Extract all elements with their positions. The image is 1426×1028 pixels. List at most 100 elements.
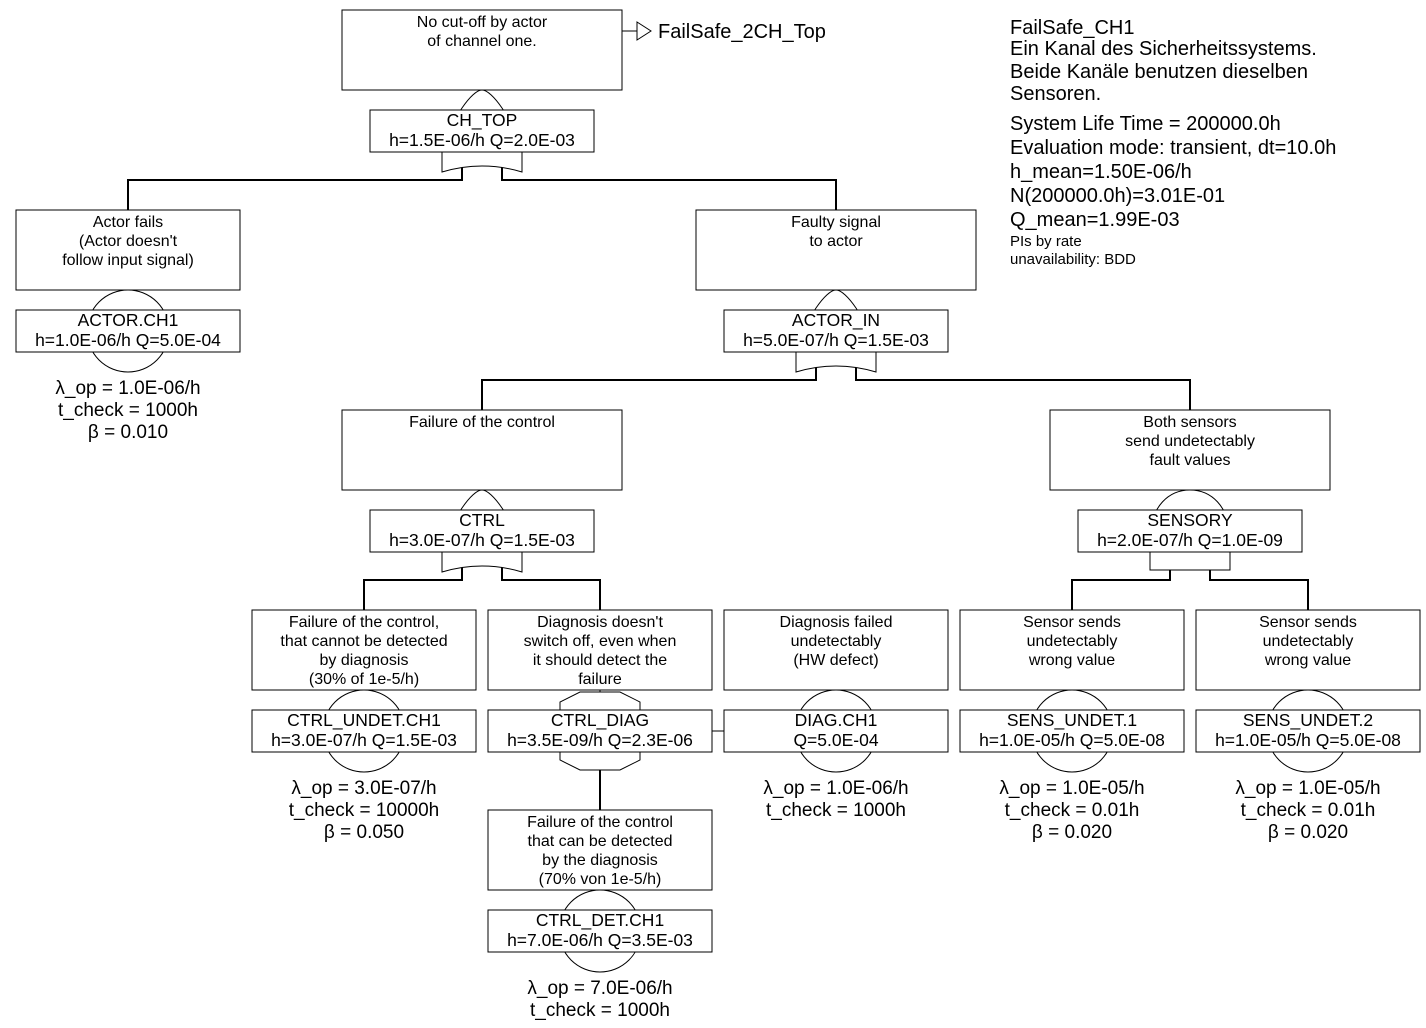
event-name-box	[723, 709, 949, 753]
info-description-line: Ein Kanal des Sicherheitssystems.	[1010, 38, 1317, 60]
event-parameter: t_check = 0.01h	[1005, 800, 1140, 821]
event-values: h=7.0E-06/h Q=3.5E-03	[507, 930, 693, 950]
event-sens-undet-1[interactable]: Sensor sends undetectably wrong valueSENS_…	[959, 609, 1185, 843]
event-values: h=5.0E-07/h Q=1.5E-03	[743, 330, 929, 350]
transfer-out-triangle-icon	[636, 21, 652, 41]
event-description-text: by diagnosis	[320, 652, 409, 669]
info-q-mean: Q_mean=1.99E-03	[1010, 209, 1180, 231]
event-parameter: β = 0.010	[88, 422, 168, 443]
event-description-box	[341, 409, 623, 491]
event-name-box	[1077, 509, 1303, 553]
event-description-text: it should detect the	[533, 652, 667, 669]
event-description-box	[341, 9, 623, 91]
event-description-text: undetectably	[1263, 633, 1354, 650]
event-description-text: (30% of 1e-5/h)	[309, 671, 419, 688]
info-panel: FailSafe_CH1 Ein Kanal des Sicherheitssy…	[1010, 17, 1336, 268]
event-description-text: wrong value	[1028, 652, 1115, 669]
event-description-text: fault values	[1150, 452, 1231, 469]
connector-line	[1071, 570, 1171, 610]
event-name-box	[723, 309, 949, 353]
event-description-text: switch off, even when	[524, 633, 677, 650]
event-name: CTRL	[459, 510, 505, 530]
event-parameter: λ_op = 1.0E-05/h	[999, 778, 1144, 799]
info-n-value: N(200000.0h)=3.01E-01	[1010, 185, 1225, 207]
event-description-box	[15, 209, 241, 291]
event-description-text: (Actor doesn't	[79, 233, 178, 250]
connector-line	[481, 360, 817, 410]
event-name: DIAG.CH1	[795, 710, 878, 730]
event-description-text: that cannot be detected	[280, 633, 447, 650]
event-parameter: β = 0.020	[1032, 822, 1112, 843]
event-parameter: t_check = 1000h	[530, 1000, 670, 1021]
event-parameter: t_check = 0.01h	[1241, 800, 1376, 821]
event-parameter: λ_op = 1.0E-06/h	[55, 378, 200, 399]
event-description-text: wrong value	[1264, 652, 1351, 669]
event-parameter: t_check = 10000h	[289, 800, 440, 821]
event-description-text: Failure of the control,	[289, 614, 439, 631]
event-parameter: β = 0.020	[1268, 822, 1348, 843]
event-parameter: β = 0.050	[324, 822, 404, 843]
event-values: Q=5.0E-04	[793, 730, 878, 750]
event-description-text: follow input signal)	[62, 252, 194, 269]
event-name: CTRL_UNDET.CH1	[287, 710, 441, 731]
event-description-box	[487, 809, 713, 891]
connector-line	[501, 560, 601, 610]
event-description-text: Sensor sends	[1023, 614, 1121, 631]
event-values: h=2.0E-07/h Q=1.0E-09	[1097, 530, 1283, 550]
event-description-box	[251, 609, 477, 691]
event-description-box	[1049, 409, 1331, 491]
event-name: SENSORY	[1147, 510, 1233, 530]
event-parameter: λ_op = 7.0E-06/h	[527, 978, 672, 999]
event-ctrl-undet-ch1[interactable]: Failure of the control, that cannot be de…	[251, 609, 477, 843]
event-name-box	[251, 709, 477, 753]
event-description-text: No cut-off by actor	[417, 14, 548, 31]
event-parameter: λ_op = 3.0E-07/h	[291, 778, 436, 799]
event-name: SENS_UNDET.1	[1007, 710, 1137, 731]
event-name-box	[369, 509, 595, 553]
info-title: FailSafe_CH1	[1010, 17, 1135, 39]
event-description-text: undetectably	[791, 633, 882, 650]
event-name: CH_TOP	[447, 110, 518, 131]
event-description-text: (70% von 1e-5/h)	[539, 871, 662, 888]
event-parameter: t_check = 1000h	[58, 400, 198, 421]
event-description-text: Failure of the control	[527, 814, 673, 831]
event-name-box	[1195, 709, 1421, 753]
event-description-text: Faulty signal	[791, 214, 881, 231]
event-name: CTRL_DET.CH1	[536, 910, 664, 931]
event-values: h=1.5E-06/h Q=2.0E-03	[389, 130, 575, 150]
connector-line	[363, 560, 463, 610]
event-parameter: λ_op = 1.0E-05/h	[1235, 778, 1380, 799]
event-name-box	[487, 709, 713, 753]
event-name: CTRL_DIAG	[551, 710, 649, 731]
event-ctrl-det-ch1[interactable]: Failure of the control that can be detect…	[487, 809, 713, 1021]
event-description-text: Diagnosis failed	[780, 614, 893, 631]
event-description-text: that can be detected	[528, 833, 673, 850]
event-description-text: undetectably	[1027, 633, 1118, 650]
event-name-box	[959, 709, 1185, 753]
event-description-text: (HW defect)	[793, 652, 878, 669]
event-values: h=3.0E-07/h Q=1.5E-03	[271, 730, 457, 750]
event-ctrl-diag[interactable]: Diagnosis doesn't switch off, even when it…	[487, 609, 713, 771]
event-name-box	[15, 309, 241, 353]
event-description-box	[959, 609, 1185, 691]
event-name: SENS_UNDET.2	[1243, 710, 1373, 731]
event-diag-ch1[interactable]: Diagnosis failed undetectably (HW defect) D…	[723, 609, 949, 821]
event-description-text: Diagnosis doesn't	[537, 614, 663, 631]
transfer-out[interactable]: FailSafe_2CH_Top	[622, 21, 826, 43]
info-description-line: Sensoren.	[1010, 83, 1101, 105]
event-actor-ch1[interactable]: Actor fails (Actor doesn't follow input si…	[15, 209, 241, 443]
event-name: ACTOR_IN	[792, 310, 880, 331]
event-parameter: t_check = 1000h	[766, 800, 906, 821]
event-description-box	[487, 609, 713, 691]
event-name-box	[487, 909, 713, 953]
info-h-mean: h_mean=1.50E-06/h	[1010, 161, 1192, 183]
event-description-text: Actor fails	[93, 214, 163, 231]
event-description-text: Both sensors	[1143, 414, 1236, 431]
event-description-box	[723, 609, 949, 691]
